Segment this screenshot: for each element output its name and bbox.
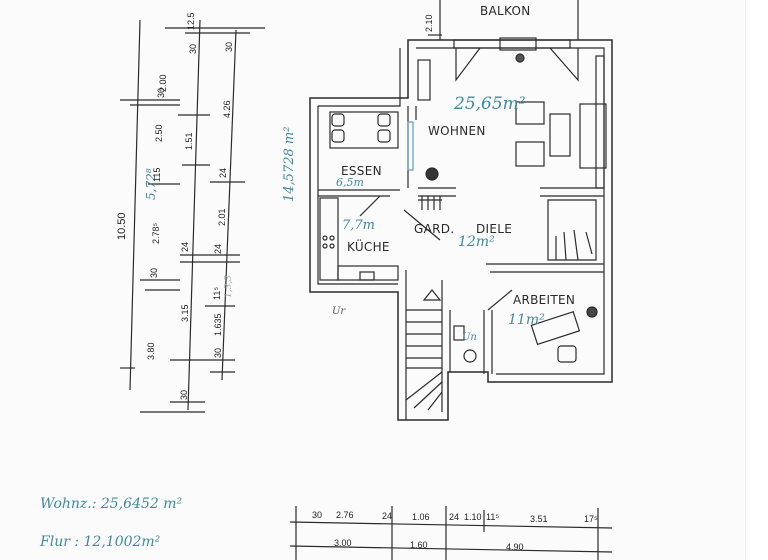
dim-col1-6: 3.80 [146,342,156,360]
room-label-diele: DIELE [476,222,513,236]
dim-balkon-depth: 2.10 [424,14,434,32]
room-label-essen: ESSEN [341,164,382,178]
dim-bottom-row2-2: 4.90 [506,542,524,552]
dim-bottom-3: 1.06 [412,512,430,522]
dim-bottom-2: 24 [382,511,393,521]
room-label-wohnen: WOHNEN [428,124,486,138]
dim-col1-1: 30 [156,87,166,98]
dim-col3-3: 2.01 [217,208,227,226]
dim-col1-5: 30 [149,267,159,278]
dim-col1-7: 30 [179,389,189,400]
note-kueche: Ur [332,306,346,317]
summary-flur: Flur : 12,1002m² [40,534,161,550]
dim-col3-2: 24 [218,167,228,178]
dim-total-height: 10.50 [116,212,128,240]
room-label-gard: GARD. [414,222,455,236]
area-note-arbeiten: 11m² [508,312,545,328]
dim-col2-6: 30 [213,347,223,358]
dim-bottom-row2-0: 3.00 [334,538,352,548]
dim-line-total [129,19,141,391]
dim-bottom-4: 24 [449,512,460,522]
dim-bottom-0: 30 [312,510,323,520]
room-label-arbeiten: ARBEITEN [513,293,576,307]
room-label-kueche: KÜCHE [347,240,390,254]
dim-bottom-7: 3.51 [530,514,548,524]
dim-col2-4: 3.15 [180,304,190,322]
dim-bottom-5: 1.10 [464,512,482,522]
note-wc: Un [462,332,477,343]
area-note-diele: 12m² [458,234,495,250]
dim-col3-5: 11⁵ [212,286,222,300]
dim-col2-2: 1.51 [184,132,194,150]
area-note-essen: 6,5m [336,176,364,189]
dim-col3-1: 4.26 [222,100,232,118]
dim-col3-4: 24 [213,243,223,254]
area-note-kueche: 7,7m [342,218,376,233]
dim-col1-4: 2.78⁵ [151,222,161,244]
summary-wohnz: Wohnz.: 25,6452 m² [40,496,183,512]
dim-col1-3: 115 [152,167,162,182]
dim-bottom-1: 2.76 [336,510,354,520]
dim-col1-2: 2.50 [154,124,164,142]
dim-annot-right: 1,3,3 [224,275,234,298]
dim-col2-5: 1.635 [213,313,223,336]
dim-bottom-8: 17⁵ [584,514,598,524]
dim-col2-3: 24 [180,241,190,252]
dim-bottom-6: 11⁵ [486,512,500,522]
dim-col3-0: 30 [224,41,234,52]
area-note-wohnen: 25,65m² [454,94,526,114]
area-note-essen-kueche-total: 14,5728 m² [282,126,297,202]
dim-col2-1: 30 [188,43,198,54]
scan-edge [745,0,768,560]
room-label-balkon: BALKON [480,4,531,18]
dim-col2-0: 12.5 [186,12,196,30]
dim-bottom-row2-1: 1.60 [410,540,428,550]
